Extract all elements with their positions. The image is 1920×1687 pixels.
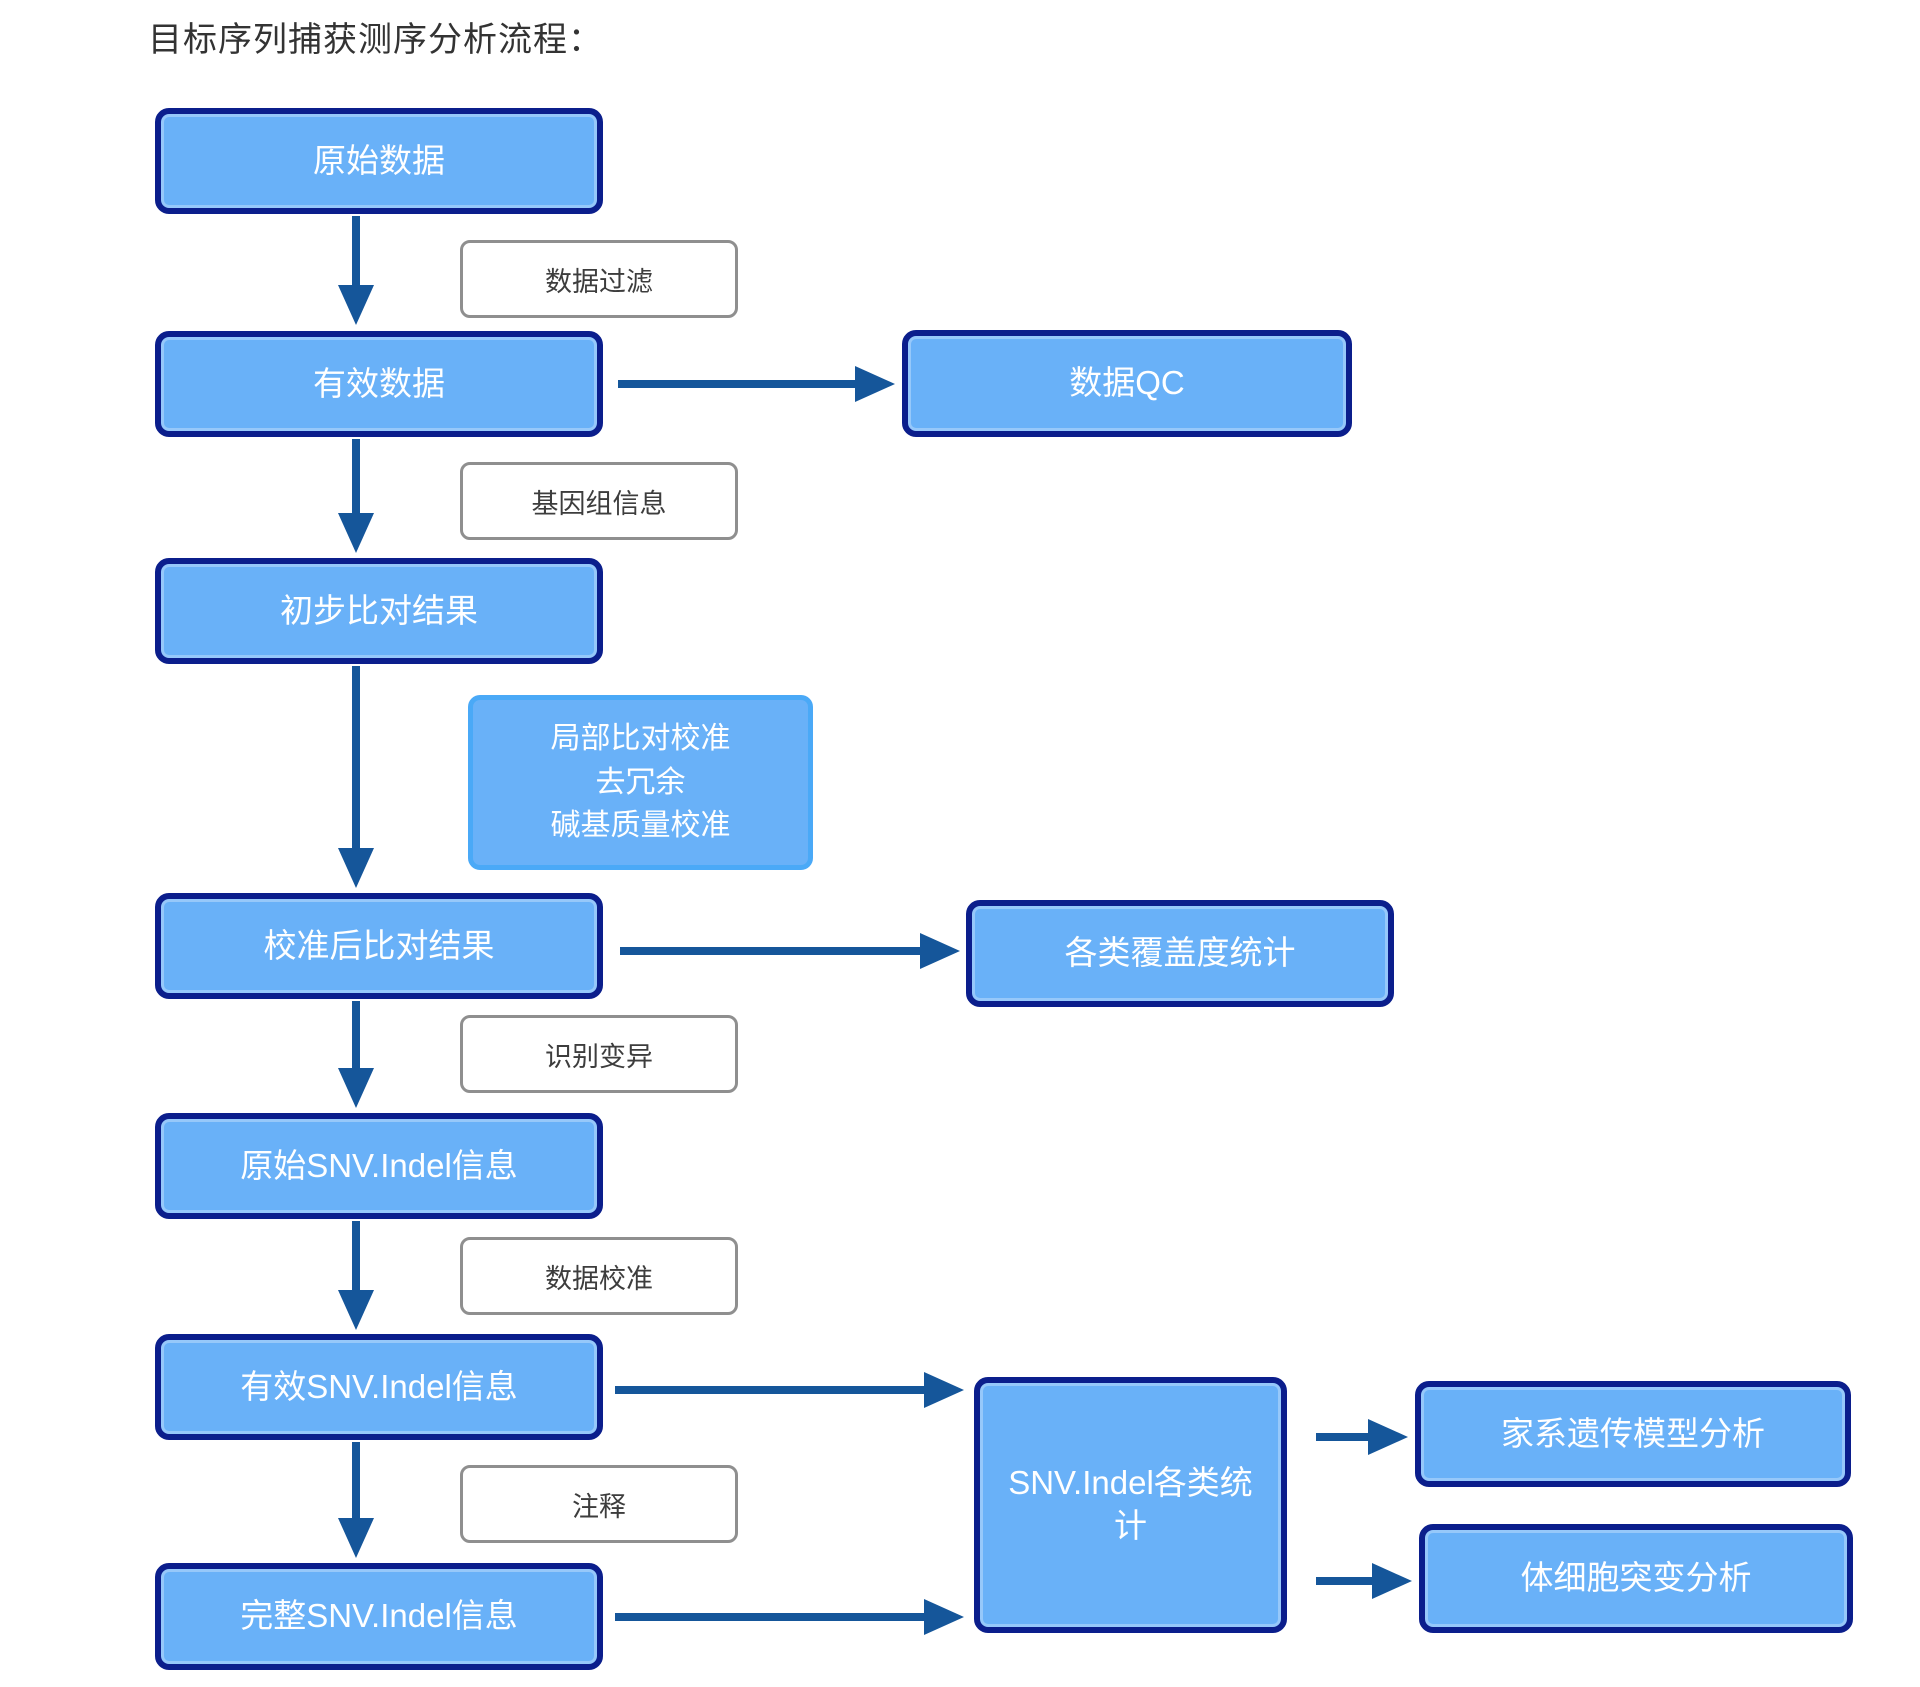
node-complete-snv-indel: 完整SNV.Indel信息 (155, 1563, 603, 1670)
process-genome-info: 基因组信息 (460, 462, 738, 540)
node-raw-snv-indel: 原始SNV.Indel信息 (155, 1113, 603, 1219)
page-title: 目标序列捕获测序分析流程： (148, 21, 603, 59)
node-snv-indel-stats: SNV.Indel各类统计 (974, 1377, 1287, 1633)
node-valid-data: 有效数据 (155, 331, 603, 437)
process-annotation: 注释 (460, 1465, 738, 1543)
process-local-calibration: 局部比对校准 去冗余 碱基质量校准 (468, 695, 813, 870)
node-prelim-alignment: 初步比对结果 (155, 558, 603, 664)
node-valid-snv-indel: 有效SNV.Indel信息 (155, 1334, 603, 1440)
node-data-qc: 数据QC (902, 330, 1352, 437)
node-coverage-stats: 各类覆盖度统计 (966, 900, 1394, 1007)
node-raw-data: 原始数据 (155, 108, 603, 214)
node-calibrated-alignment: 校准后比对结果 (155, 893, 603, 999)
process-data-filter: 数据过滤 (460, 240, 738, 318)
process-line-1: 局部比对校准 (550, 722, 731, 756)
process-line-3: 碱基质量校准 (550, 809, 731, 843)
node-somatic-mutation: 体细胞突变分析 (1419, 1524, 1853, 1633)
node-family-genetic-model: 家系遗传模型分析 (1415, 1381, 1851, 1487)
process-variant-calling: 识别变异 (460, 1015, 738, 1093)
process-line-2: 去冗余 (595, 765, 686, 799)
process-data-calibration: 数据校准 (460, 1237, 738, 1315)
